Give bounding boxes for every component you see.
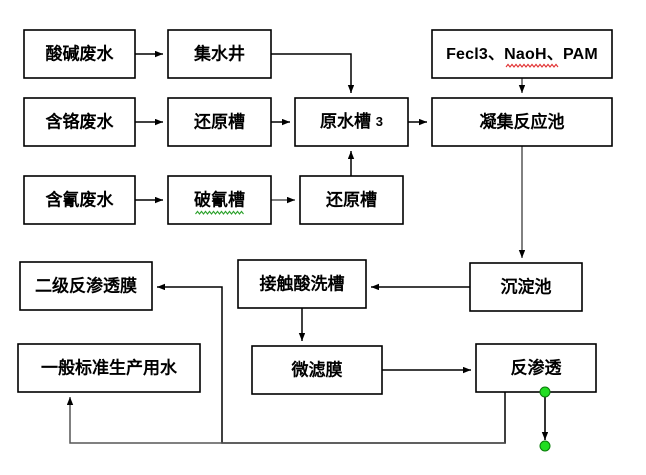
connector-handle-start[interactable] xyxy=(539,386,551,398)
node-raw_water_tank_3[interactable]: 原水槽 3 xyxy=(294,97,409,147)
node-box-acid_wash_contact_tank[interactable] xyxy=(237,259,367,309)
node-label-chemical_dosing: Fecl3、NaoH、PAM xyxy=(446,46,598,63)
node-box-collection_well[interactable] xyxy=(167,29,272,79)
connector-handle-end[interactable] xyxy=(539,440,551,452)
spellcheck-underline-cyanide_breaking_tank xyxy=(195,210,244,215)
node-reverse_osmosis[interactable]: 反渗透 xyxy=(475,343,597,393)
node-label-coagulation_tank: 凝集反应池 xyxy=(480,111,565,131)
node-chemical_dosing[interactable]: Fecl3、NaoH、PAM xyxy=(431,29,613,79)
node-general_process_water[interactable]: 一般标准生产用水 xyxy=(17,343,201,393)
edges-layer xyxy=(66,50,526,444)
node-box-reverse_osmosis[interactable] xyxy=(475,343,597,393)
node-secondary_ro_membrane[interactable]: 二级反渗透膜 xyxy=(19,261,153,311)
node-box-raw_water_tank_3[interactable] xyxy=(294,97,409,147)
node-reduction_tank_1[interactable]: 还原槽 xyxy=(167,97,272,147)
node-box-cyanide_wastewater[interactable] xyxy=(23,175,136,225)
node-cyanide_wastewater[interactable]: 含氰废水 xyxy=(23,175,136,225)
node-label-reduction_tank_1: 还原槽 xyxy=(193,111,245,131)
node-box-acid_alkali_wastewater[interactable] xyxy=(23,29,136,79)
node-label-cyanide_breaking_tank: 破氰槽 xyxy=(194,189,245,209)
node-label-acid_alkali_wastewater: 酸碱废水 xyxy=(46,43,115,63)
node-acid_alkali_wastewater[interactable]: 酸碱废水 xyxy=(23,29,136,79)
node-label-microfiltration: 微滤膜 xyxy=(291,359,343,379)
node-label-reverse_osmosis: 反渗透 xyxy=(511,357,563,377)
node-box-microfiltration[interactable] xyxy=(251,345,383,395)
node-label-chrome_wastewater: 含铬废水 xyxy=(46,111,115,131)
node-box-general_process_water[interactable] xyxy=(17,343,201,393)
nodes-layer: 酸碱废水集水井含铬废水还原槽原水槽 3含氰废水破氰槽还原槽Fecl3、NaoH、… xyxy=(17,29,613,395)
edge-reverse_osmosis-to-general_process_water[interactable] xyxy=(66,397,505,444)
node-box-sedimentation_tank[interactable] xyxy=(469,262,583,312)
node-label-general_process_water: 一般标准生产用水 xyxy=(41,357,178,377)
spellcheck-underline-chemical_dosing xyxy=(505,63,559,68)
selection-layer[interactable] xyxy=(539,386,551,452)
node-coagulation_tank[interactable]: 凝集反应池 xyxy=(431,97,613,147)
node-box-secondary_ro_membrane[interactable] xyxy=(19,261,153,311)
node-cyanide_breaking_tank[interactable]: 破氰槽 xyxy=(167,175,272,225)
node-collection_well[interactable]: 集水井 xyxy=(167,29,272,79)
node-label-sedimentation_tank: 沉淀池 xyxy=(501,276,552,296)
node-acid_wash_contact_tank[interactable]: 接触酸洗槽 xyxy=(237,259,367,309)
node-microfiltration[interactable]: 微滤膜 xyxy=(251,345,383,395)
node-box-reduction_tank_1[interactable] xyxy=(167,97,272,147)
node-label-reduction_tank_2: 还原槽 xyxy=(325,189,377,209)
node-label-secondary_ro_membrane: 二级反渗透膜 xyxy=(35,275,137,295)
node-box-coagulation_tank[interactable] xyxy=(431,97,613,147)
edge-collection_well-to-raw_water_tank_3[interactable] xyxy=(271,53,355,93)
node-chrome_wastewater[interactable]: 含铬废水 xyxy=(23,97,136,147)
node-reduction_tank_2[interactable]: 还原槽 xyxy=(299,175,404,225)
node-label-cyanide_wastewater: 含氰废水 xyxy=(46,189,115,209)
node-box-chrome_wastewater[interactable] xyxy=(23,97,136,147)
node-box-cyanide_breaking_tank[interactable] xyxy=(167,175,272,225)
node-box-chemical_dosing[interactable] xyxy=(431,29,613,79)
node-sedimentation_tank[interactable]: 沉淀池 xyxy=(469,262,583,312)
node-label-acid_wash_contact_tank: 接触酸洗槽 xyxy=(260,273,345,293)
node-label-collection_well: 集水井 xyxy=(193,43,245,63)
node-box-reduction_tank_2[interactable] xyxy=(299,175,404,225)
node-label-raw_water_tank_3: 原水槽 3 xyxy=(320,111,383,131)
